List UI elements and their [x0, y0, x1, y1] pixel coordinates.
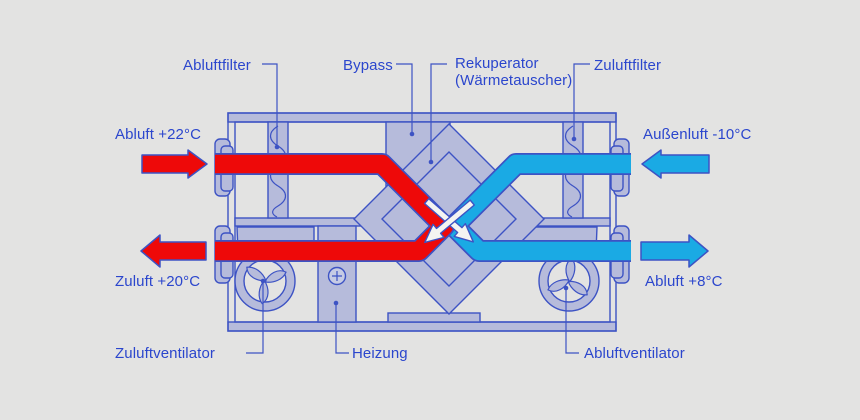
label-abluftfilter: Abluftfilter — [183, 57, 251, 74]
label-abluft-out: Abluft +8°C — [645, 273, 723, 290]
leader-zuluftventilator — [246, 278, 266, 354]
label-heizung: Heizung — [352, 345, 408, 362]
label-abluftventilator: Abluftventilator — [584, 345, 685, 362]
case-outer-wall — [227, 112, 617, 332]
heat-exchange-arrows — [423, 197, 476, 244]
label-zuluftfilter: Zuluftfilter — [594, 57, 662, 74]
aussenluft-in-arrow — [641, 149, 710, 179]
label-zuluftventilator: Zuluftventilator — [115, 345, 215, 362]
leader-abluftventilator — [563, 285, 579, 354]
abluft-out-arrow — [640, 234, 709, 268]
case-top-frame — [227, 112, 617, 123]
leader-bypass — [396, 63, 415, 137]
abluft-in-arrow — [141, 149, 208, 179]
leader-zuluftfilter — [571, 63, 590, 142]
label-rekuperator: Rekuperator(Wärmetauscher) — [455, 55, 572, 89]
zuluft-out-arrow — [140, 234, 207, 268]
leader-abluftfilter — [262, 63, 280, 150]
abluftventilator-icon — [538, 250, 600, 312]
label-rekuperator-line1: Rekuperator — [455, 55, 539, 72]
leader-rekuperator — [428, 63, 447, 165]
label-zuluft-out: Zuluft +20°C — [115, 273, 201, 290]
label-aussenluft-in: Außenluft -10°C — [643, 126, 752, 143]
case-bottom-frame — [227, 321, 617, 332]
label-abluft-in: Abluft +22°C — [115, 126, 201, 143]
label-rekuperator-line2: (Wärmetauscher) — [455, 72, 573, 89]
label-bypass: Bypass — [343, 57, 393, 74]
leader-heizung — [333, 300, 349, 354]
